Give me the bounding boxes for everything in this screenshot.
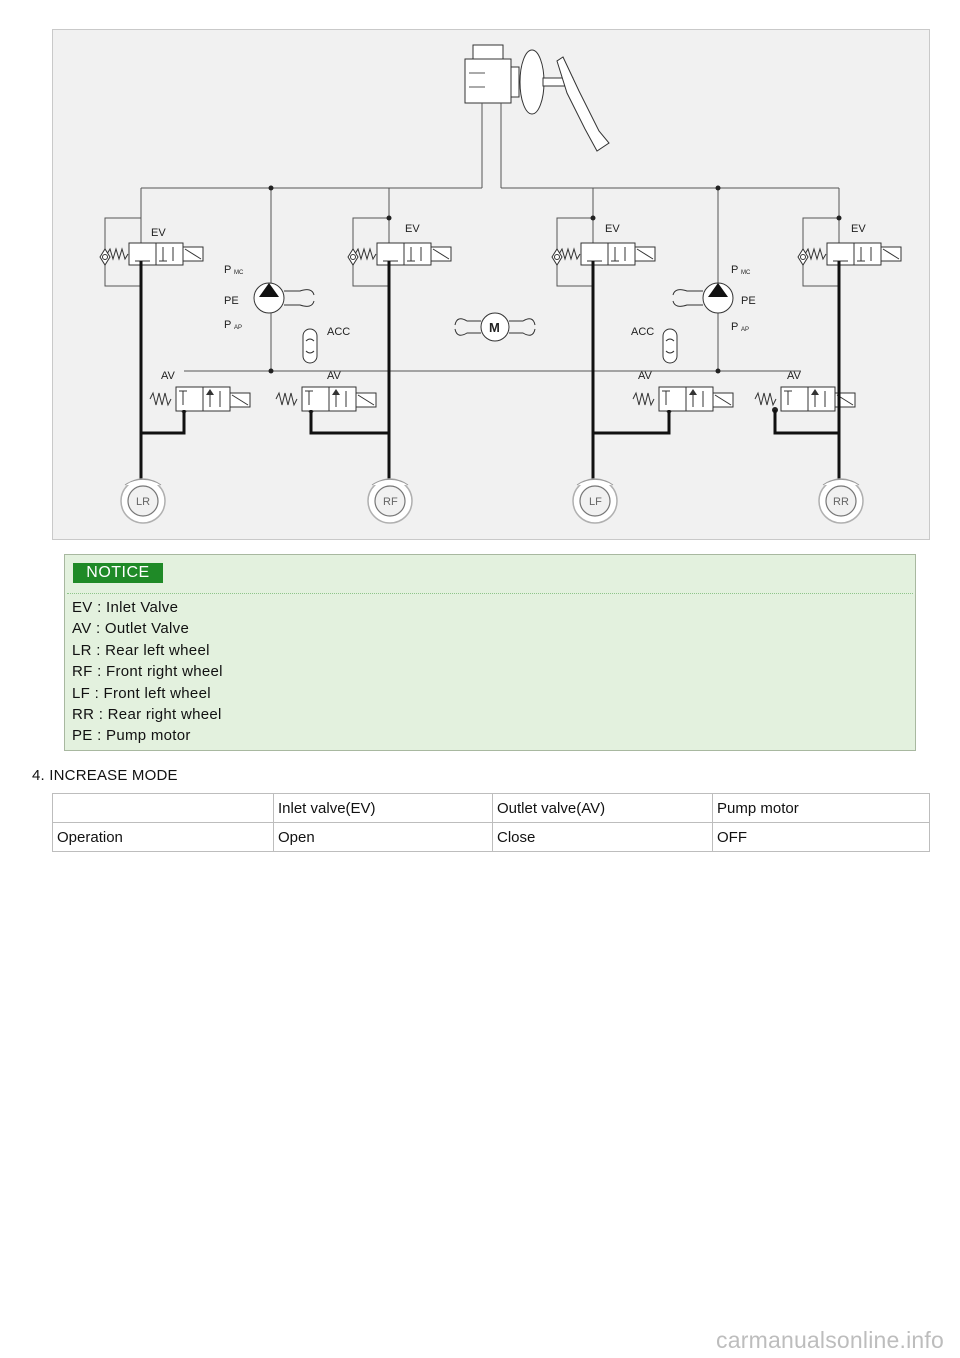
notice-item: EV : Inlet Valve — [72, 599, 179, 616]
pap-sub-left: AP — [234, 325, 242, 331]
ev-label-lf: EV — [605, 223, 620, 235]
accumulator-left — [302, 328, 318, 364]
pap-label-left: P — [224, 319, 231, 331]
pe-label-left: PE — [224, 295, 239, 307]
acc-label-right: ACC — [631, 326, 654, 338]
motor — [454, 312, 536, 342]
table-cell: Operation — [52, 822, 274, 852]
pmc-label-right: P — [731, 264, 738, 276]
ev-label-rf: EV — [405, 223, 420, 235]
acc-label-left: ACC — [327, 326, 350, 338]
pmc-label-left: P — [224, 264, 231, 276]
mode-table: Inlet valve(EV) Outlet valve(AV) Pump mo… — [52, 793, 930, 852]
notice-item: AV : Outlet Valve — [72, 620, 190, 638]
pap-sub-right: AP — [741, 327, 749, 333]
master-cylinder — [464, 44, 610, 152]
table-row: Operation Open Close OFF — [52, 822, 930, 852]
ev-label-lr: EV — [151, 227, 166, 239]
table-cell: OFF — [712, 822, 930, 852]
table-header-cell: Inlet valve(EV) — [273, 793, 493, 823]
table-header-cell: Pump motor — [712, 793, 930, 823]
av-label-lf: AV — [638, 370, 653, 382]
pap-label-right: P — [731, 321, 738, 333]
av-label-lr: AV — [161, 370, 176, 382]
pmc-sub-right: MC — [741, 270, 751, 276]
notice-list: EV : Inlet Valve AV : Outlet Valve LR : … — [72, 597, 223, 747]
notice-item: LF : Front left wheel — [72, 684, 211, 702]
av-label-rf: AV — [327, 370, 342, 382]
av-label-rr: AV — [787, 370, 802, 382]
wheel-label-lr: LR — [136, 496, 150, 508]
notice-box: NOTICE EV : Inlet Valve AV : Outlet Valv… — [64, 554, 916, 751]
pe-label-right: PE — [741, 295, 756, 307]
wheel-label-lf: LF — [589, 496, 602, 508]
pump-right — [672, 282, 734, 314]
wheel-label-rr: RR — [833, 496, 849, 508]
notice-divider — [67, 593, 913, 594]
notice-item: RF : Front right wheel — [72, 663, 223, 681]
table-cell: Close — [492, 822, 713, 852]
section-heading: 4. INCREASE MODE — [32, 767, 178, 784]
table-header-cell: Outlet valve(AV) — [492, 793, 713, 823]
pump-left — [253, 282, 315, 314]
notice-item: PE : Pump motor — [72, 727, 191, 745]
notice-item: LR : Rear left wheel — [72, 641, 210, 659]
wheel-label-rf: RF — [383, 496, 398, 508]
notice-badge: NOTICE — [73, 563, 163, 583]
table-header-row: Inlet valve(EV) Outlet valve(AV) Pump mo… — [52, 793, 930, 823]
table-header-cell — [52, 793, 274, 823]
ev-label-rr: EV — [851, 223, 866, 235]
pmc-sub-left: MC — [234, 270, 244, 276]
accumulator-right — [662, 328, 678, 364]
motor-label: M — [489, 320, 500, 335]
table-cell: Open — [273, 822, 493, 852]
notice-item: RR : Rear right wheel — [72, 706, 222, 724]
hydraulic-diagram: EV EV EV EV AV AV AV AV P MC PE P AP ACC… — [52, 29, 930, 540]
watermark: carmanualsonline.info — [716, 1327, 944, 1353]
